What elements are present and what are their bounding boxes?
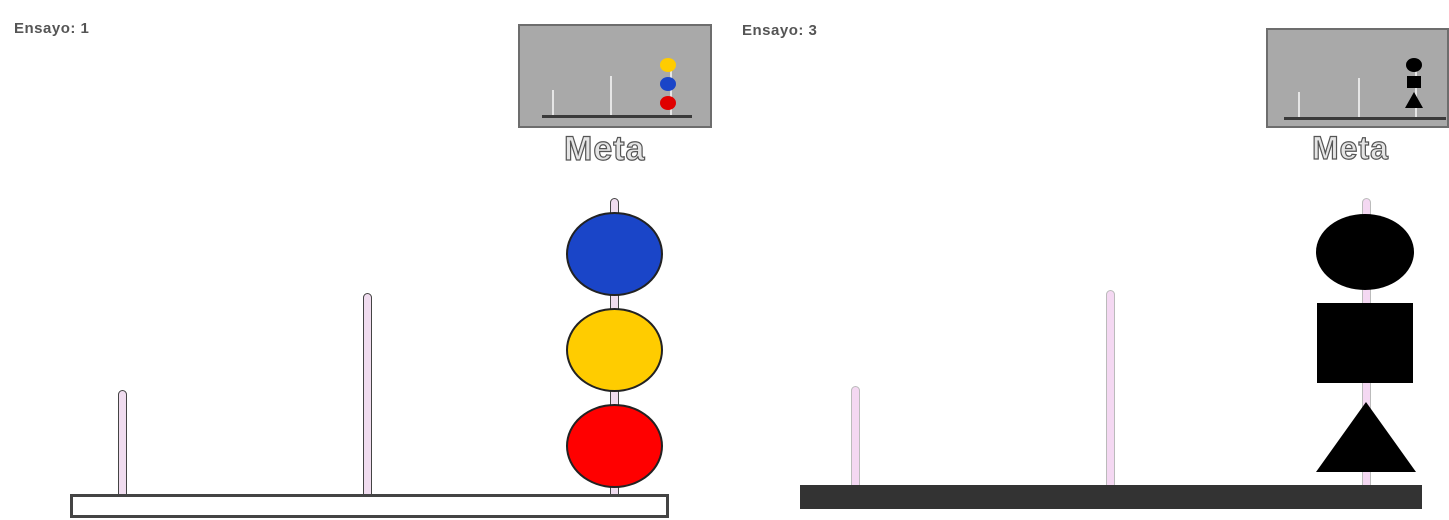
goal-blue-dot xyxy=(660,77,676,91)
blue-circle-piece[interactable] xyxy=(566,212,663,296)
goal-preview xyxy=(518,24,712,128)
puzzle-panel-left: Ensayo: 1 Meta xyxy=(0,0,724,520)
goal-label: Meta xyxy=(1312,130,1389,167)
yellow-circle-piece[interactable] xyxy=(566,308,663,392)
peg-2[interactable] xyxy=(363,293,372,500)
puzzle-panel-right: Ensayo: 3 Meta xyxy=(724,0,1449,520)
peg-1[interactable] xyxy=(851,386,860,492)
goal-square-dot xyxy=(1407,76,1421,88)
board-base xyxy=(800,485,1422,509)
black-circle-piece[interactable] xyxy=(1316,214,1414,290)
black-square-piece[interactable] xyxy=(1317,303,1413,383)
black-triangle-piece[interactable] xyxy=(1316,402,1416,472)
goal-mini-peg xyxy=(1298,92,1300,120)
goal-mini-base xyxy=(1284,117,1446,120)
peg-2[interactable] xyxy=(1106,290,1115,492)
trial-label: Ensayo: 3 xyxy=(742,22,817,39)
peg-1[interactable] xyxy=(118,390,127,500)
goal-mini-peg xyxy=(552,90,554,118)
goal-mini-base xyxy=(542,115,692,118)
red-circle-piece[interactable] xyxy=(566,404,663,488)
goal-triangle-dot xyxy=(1405,92,1423,108)
goal-red-dot xyxy=(660,96,676,110)
goal-circle-dot xyxy=(1406,58,1422,72)
goal-mini-peg xyxy=(1358,78,1360,120)
goal-preview xyxy=(1266,28,1449,128)
trial-label: Ensayo: 1 xyxy=(14,20,89,37)
goal-label: Meta xyxy=(564,130,645,169)
goal-mini-peg xyxy=(610,76,612,118)
board-base xyxy=(70,494,669,518)
goal-yellow-dot xyxy=(660,58,676,72)
